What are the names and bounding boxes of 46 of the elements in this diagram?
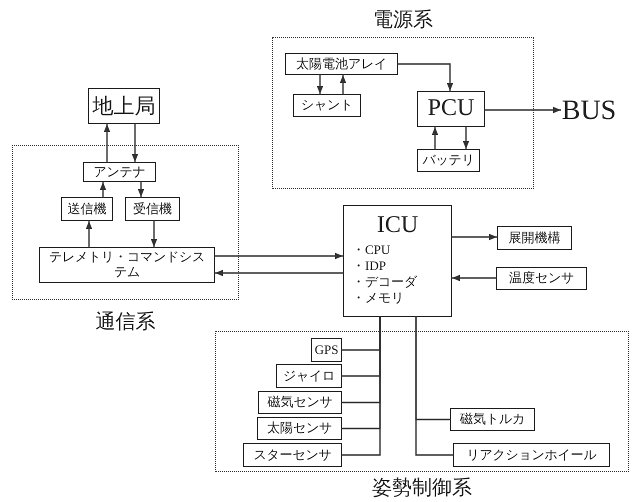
component-box: スターセンサ: [243, 443, 342, 467]
connector-line: [138, 182, 144, 197]
connector-line: [316, 75, 324, 94]
group-title: 姿勢制御系: [371, 476, 473, 501]
component-box: テレメトリ・コマンドシステム: [39, 247, 215, 283]
component-box: 温度センサ: [496, 267, 587, 290]
connector-line: [342, 317, 381, 456]
list-item: ・CPU: [352, 242, 392, 258]
component-box: 地上局: [88, 88, 160, 124]
group-title: 電源系: [372, 8, 434, 33]
connector-line: [485, 106, 561, 114]
controller-box: [343, 205, 452, 317]
connector-line: [104, 124, 110, 162]
group-title: 通信系: [94, 310, 156, 335]
connector-line: [462, 127, 470, 149]
connector-line: [415, 317, 453, 456]
component-box: アンテナ: [83, 162, 156, 182]
connector-line: [100, 182, 106, 197]
connector-line: [215, 252, 343, 260]
component-box: バッテリ: [417, 149, 480, 172]
bus-label: BUS: [561, 95, 617, 127]
component-box: 送信機: [61, 197, 113, 221]
component-box: 展開機構: [497, 226, 572, 250]
component-box: GPS: [311, 338, 342, 362]
component-box: 太陽電池アレイ: [285, 53, 398, 75]
connector-line: [398, 63, 454, 91]
connector-line: [452, 274, 496, 282]
component-box: 受信機: [125, 197, 180, 221]
component-box: シャント: [293, 94, 361, 117]
component-box: 磁気トルカ: [450, 408, 535, 431]
connector-line: [340, 75, 346, 94]
component-box: リアクションホイール: [453, 443, 610, 467]
connector-line: [132, 124, 138, 162]
component-box: 太陽センサ: [257, 417, 342, 440]
connector-line: [86, 221, 92, 247]
connector-line: [452, 234, 497, 240]
list-item: ・IDP: [352, 258, 387, 274]
list-item: ・デコーダ: [352, 274, 418, 290]
connector-line: [150, 221, 158, 247]
component-box: 磁気センサ: [258, 391, 342, 414]
connector-line: [215, 270, 343, 276]
component-box: ジャイロ: [276, 364, 342, 388]
component-box: PCU: [417, 91, 485, 127]
box-title: ICU: [376, 212, 420, 240]
list-item: ・メモリ: [352, 290, 405, 307]
connector-line: [432, 127, 438, 149]
